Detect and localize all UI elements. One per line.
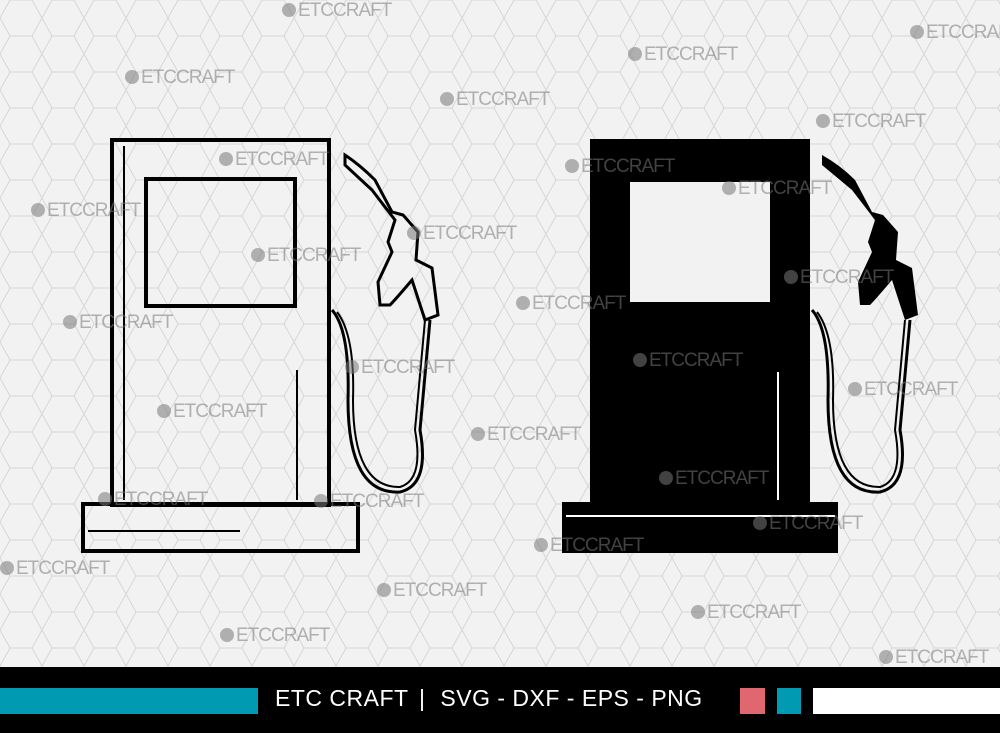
watermark: ETCCRAFT: [753, 513, 863, 535]
fuel-pump-silhouette: [562, 139, 918, 553]
watermark: ETCCRAFT: [534, 535, 644, 557]
watermark: ETCCRAFT: [722, 178, 832, 200]
watermark: ETCCRAFT: [848, 379, 958, 401]
watermark: ETCCRAFT: [516, 293, 626, 315]
watermark: ETCCRAFT: [691, 602, 801, 624]
pink-square: [740, 688, 765, 714]
watermark: ETCCRAFT: [659, 468, 769, 490]
separator: |: [419, 685, 426, 711]
footer-label: ETC CRAFT | SVG - DXF - EPS - PNG: [275, 685, 703, 712]
teal-stripe: [0, 688, 258, 714]
file-formats: SVG - DXF - EPS - PNG: [440, 685, 703, 711]
watermark: ETCCRAFT: [125, 67, 235, 89]
teal-square: [777, 688, 801, 714]
watermark: ETCCRAFT: [784, 267, 894, 289]
footer-bar: ETC CRAFT | SVG - DXF - EPS - PNG: [0, 667, 1000, 733]
watermark: ETCCRAFT: [98, 489, 208, 511]
watermark: ETCCRAFT: [282, 0, 392, 22]
watermark: ETCCRAFT: [879, 647, 989, 669]
watermark: ETCCRAFT: [251, 245, 361, 267]
watermark: ETCCRAFT: [63, 312, 173, 334]
watermark: ETCCRAFT: [31, 200, 141, 222]
white-stripe: [813, 688, 1000, 714]
watermark: ETCCRAFT: [816, 111, 926, 133]
watermark: ETCCRAFT: [345, 357, 455, 379]
watermark: ETCCRAFT: [910, 22, 1000, 44]
watermark: ETCCRAFT: [314, 491, 424, 513]
watermark: ETCCRAFT: [157, 401, 267, 423]
watermark: ETCCRAFT: [633, 350, 743, 372]
watermark: ETCCRAFT: [565, 156, 675, 178]
brand-name: ETC CRAFT: [275, 685, 409, 711]
watermark: ETCCRAFT: [0, 558, 110, 580]
watermark: ETCCRAFT: [407, 223, 517, 245]
watermark: ETCCRAFT: [628, 44, 738, 66]
watermark: ETCCRAFT: [219, 149, 329, 171]
watermark: ETCCRAFT: [377, 580, 487, 602]
watermark: ETCCRAFT: [220, 625, 330, 647]
watermark: ETCCRAFT: [471, 424, 581, 446]
watermark: ETCCRAFT: [440, 89, 550, 111]
